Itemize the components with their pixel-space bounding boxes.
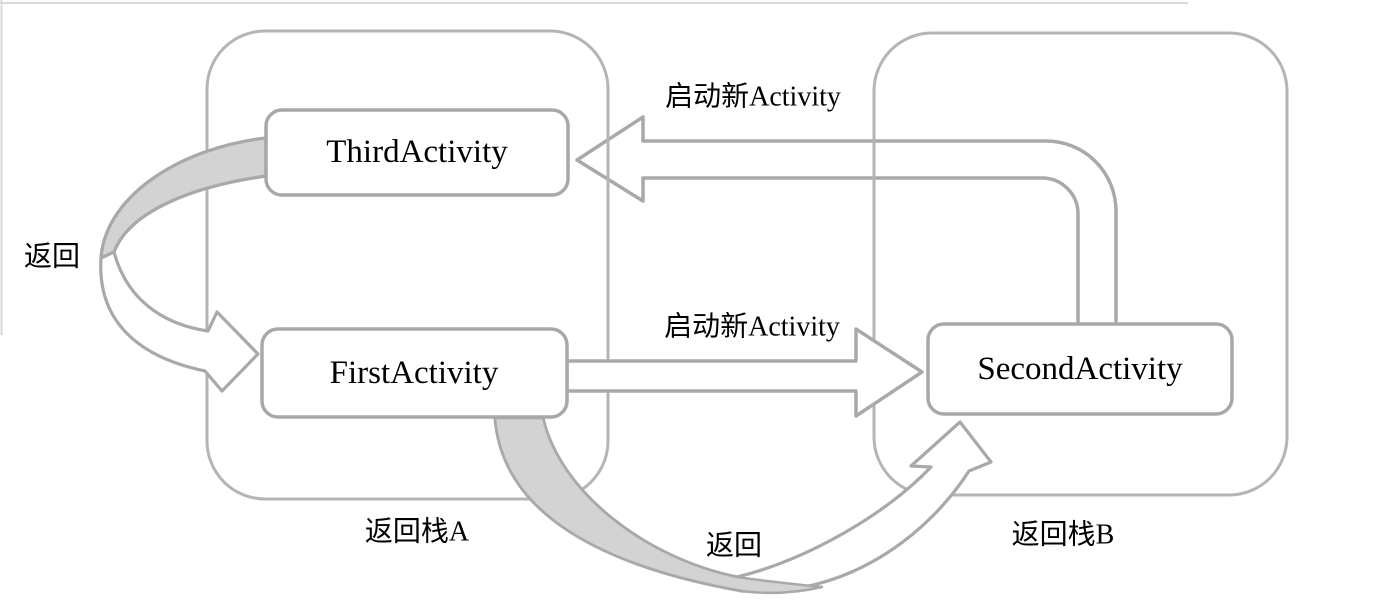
back-label-bottom: 返回 <box>706 531 762 562</box>
back-arrow-first-to-second-gray-band <box>493 416 824 595</box>
back-stack-b-outline <box>872 31 1289 497</box>
second-activity-label: SecondActivity <box>977 351 1183 387</box>
back-stack-a-caption: 返回栈A <box>365 516 470 548</box>
first-activity-box <box>260 327 569 419</box>
back-label-left: 返回 <box>24 242 80 273</box>
first-activity-label: FirstActivity <box>330 355 499 391</box>
launch-label-middle: 启动新Activity <box>664 311 840 343</box>
launch-arrow-second-to-third-shape <box>575 115 1118 327</box>
launch-arrow-second-to-third <box>575 115 1118 327</box>
third-activity-box <box>264 108 570 197</box>
back-stack-b-caption: 返回栈B <box>1012 519 1115 551</box>
scan-border-lines <box>0 0 1188 335</box>
back-arrow-third-to-first <box>99 136 268 393</box>
third-activity-label: ThirdActivity <box>326 134 508 170</box>
back-arrow-third-to-first-gray-band <box>99 136 268 260</box>
activity-boxes <box>260 108 1234 419</box>
launch-label-top: 启动新Activity <box>665 81 841 113</box>
launch-arrow-first-to-second-shape <box>565 327 924 418</box>
launch-arrow-first-to-second <box>565 327 924 418</box>
back-arrow-first-to-second <box>493 416 993 595</box>
back-stack-a-outline <box>205 29 610 501</box>
second-activity-box <box>926 322 1234 416</box>
